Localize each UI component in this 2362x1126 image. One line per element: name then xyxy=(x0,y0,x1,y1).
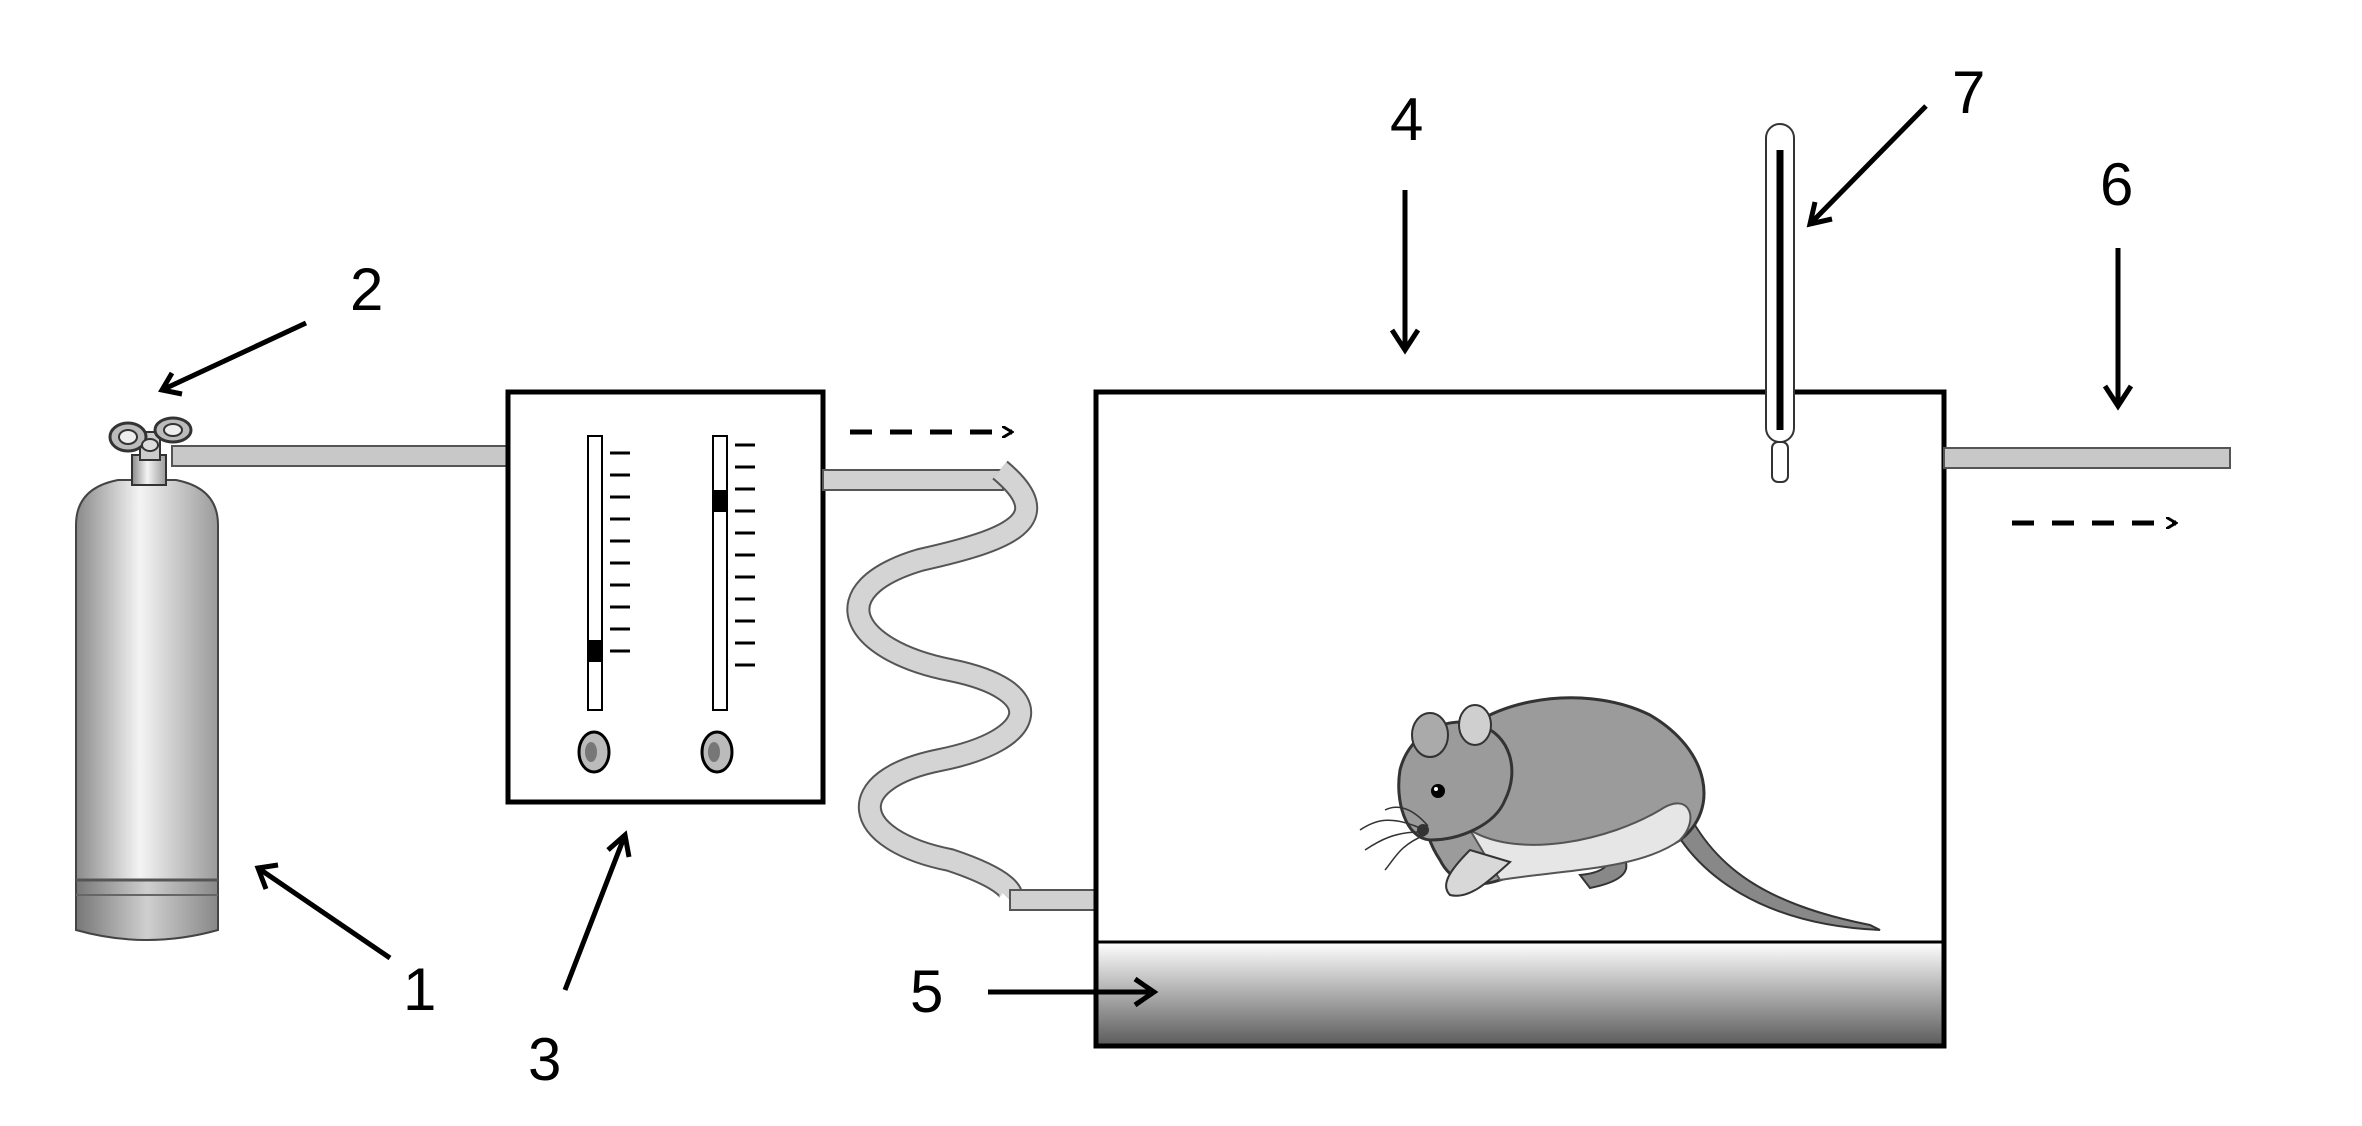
pressure-regulator xyxy=(108,416,193,486)
flowmeter-float-right xyxy=(714,490,726,512)
mouse-illustration xyxy=(1359,696,1881,931)
thermometer xyxy=(1765,123,1795,483)
chamber-floor xyxy=(1096,942,1944,1046)
label-6: 6 xyxy=(2100,151,2133,218)
flowmeter-scale-right xyxy=(735,443,755,667)
label-7: 7 xyxy=(1952,59,1985,126)
flowmeter-panel xyxy=(505,389,826,805)
label-4: 4 xyxy=(1390,86,1423,153)
flowmeter-float-left xyxy=(589,640,601,662)
label-3: 3 xyxy=(528,1026,561,1093)
coiled-tube xyxy=(846,460,1038,909)
chamber-inlet-tube xyxy=(1009,889,1097,911)
label-5: 5 xyxy=(910,958,943,1025)
inlet-tube xyxy=(171,445,509,467)
outlet-tube xyxy=(1943,447,2231,469)
label-arrows xyxy=(158,104,2134,1008)
animal-chamber xyxy=(1093,389,1947,1049)
label-2: 2 xyxy=(350,256,383,323)
flowmeter-tube-left xyxy=(587,435,603,711)
label-1: 1 xyxy=(403,956,436,1023)
gas-cylinder xyxy=(75,479,219,941)
mouse-eye xyxy=(1431,784,1445,798)
flowmeter-outlet-tube xyxy=(822,469,1004,491)
flowmeter-tube-right xyxy=(712,435,728,711)
flowmeter-scale-left xyxy=(610,451,630,653)
